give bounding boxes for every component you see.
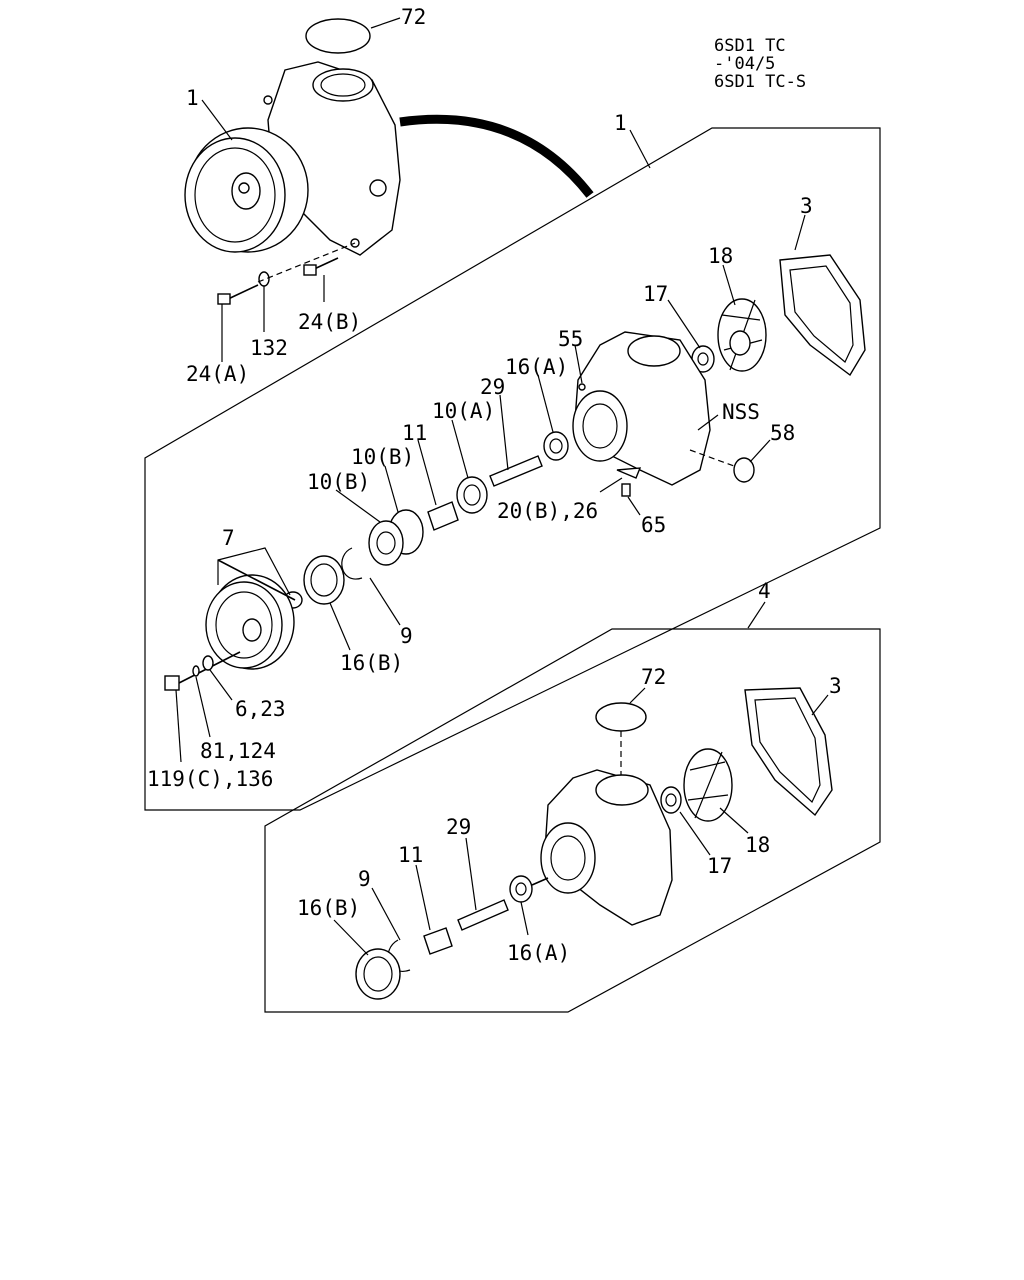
shaft-29-lower-part [457, 899, 509, 931]
callout-11-lower: 11 [398, 843, 423, 867]
spacer-11-upper-part [427, 501, 459, 531]
callout-nss: NSS [722, 400, 760, 424]
seal-16b-lower-part [355, 948, 401, 1000]
callout-17-upper: 17 [643, 282, 668, 306]
seal-16b-upper-part [303, 555, 345, 605]
callout-24a: 24(A) [186, 362, 249, 386]
outlet-upper-part [627, 335, 681, 367]
plug-58-part [733, 457, 755, 483]
callout-1-top: 1 [186, 86, 199, 110]
callout-10b-second: 10(B) [351, 445, 414, 469]
callout-72-lower: 72 [641, 665, 666, 689]
callout-3-lower: 3 [829, 674, 842, 698]
callout-7: 7 [222, 526, 235, 550]
callout-16b-upper: 16(B) [340, 651, 403, 675]
callout-81-124: 81,124 [200, 739, 276, 763]
callout-10a: 10(A) [432, 399, 495, 423]
lower-exploded-parts [355, 687, 833, 1000]
callout-9-upper: 9 [400, 624, 413, 648]
callout-16a-lower: 16(A) [507, 941, 570, 965]
callout-1-kit: 1 [614, 111, 627, 135]
upper-kit-boundary [144, 127, 881, 811]
callout-58: 58 [770, 421, 795, 445]
pump-bore-upper [572, 390, 628, 462]
spacer-11-lower-part [423, 927, 453, 955]
callout-132: 132 [250, 336, 288, 360]
outlet-lower-part [595, 774, 649, 806]
gasket-20b-part [616, 467, 642, 479]
bolt-24b-part [303, 264, 317, 276]
callout-29-upper: 29 [480, 375, 505, 399]
callout-119c-136: 119(C),136 [147, 767, 273, 791]
upper-exploded-parts [164, 254, 866, 691]
seal-16a-lower-part [509, 875, 533, 903]
model-info: 6SD1 TC -'04/5 6SD1 TC-S [714, 36, 806, 92]
bolt-119c-part [164, 675, 180, 691]
model-line-2: -'04/5 [714, 54, 775, 74]
callout-3-upper: 3 [800, 194, 813, 218]
gasket-lower-part [744, 687, 833, 817]
callout-24b: 24(B) [298, 310, 361, 334]
callout-18-upper: 18 [708, 244, 733, 268]
callout-10b-first: 10(B) [307, 470, 370, 494]
shaft-29-upper-part [489, 455, 543, 487]
bolt-65-part [621, 483, 631, 497]
model-line-1: 6SD1 TC [714, 36, 786, 56]
bolt-24a-part [217, 293, 231, 305]
snap-ring-9-upper-part [341, 547, 363, 580]
lower-kit-boundary [264, 628, 881, 1013]
callout-65: 65 [641, 513, 666, 537]
o-ring-72-lower-part [595, 702, 647, 732]
callout-16a-upper: 16(A) [505, 355, 568, 379]
washer-81-part [192, 665, 200, 677]
callout-labels: 72 1 1 24(A) 132 24(B) 3 18 17 55 16(A) … [147, 5, 842, 965]
washer-132-part [258, 271, 270, 287]
top-o-ring-part [305, 18, 371, 54]
plug-55-part [578, 383, 586, 391]
seal-17-lower-part [660, 786, 682, 814]
seal-16a-upper-part [543, 431, 569, 461]
callout-6-23: 6,23 [235, 697, 286, 721]
callout-17-lower: 17 [707, 854, 732, 878]
model-line-3: 6SD1 TC-S [714, 72, 806, 92]
washer-6-part [202, 655, 214, 671]
callout-72-top: 72 [401, 5, 426, 29]
gasket-upper-part [779, 254, 866, 377]
pump-bore-lower [540, 822, 596, 894]
callout-16b-lower: 16(B) [297, 896, 360, 920]
leader-lines [175, 17, 829, 956]
callout-20b-26: 20(B),26 [497, 499, 598, 523]
bearing-10b-first-part [368, 520, 404, 566]
reference-arc [399, 114, 594, 198]
callout-9-lower: 9 [358, 867, 371, 891]
callout-29-lower: 29 [446, 815, 471, 839]
assembled-water-pump [184, 18, 594, 305]
callout-18-lower: 18 [745, 833, 770, 857]
callout-55: 55 [558, 327, 583, 351]
callout-4: 4 [758, 579, 771, 603]
callout-11-upper: 11 [402, 421, 427, 445]
bearing-10a-part [456, 476, 488, 514]
